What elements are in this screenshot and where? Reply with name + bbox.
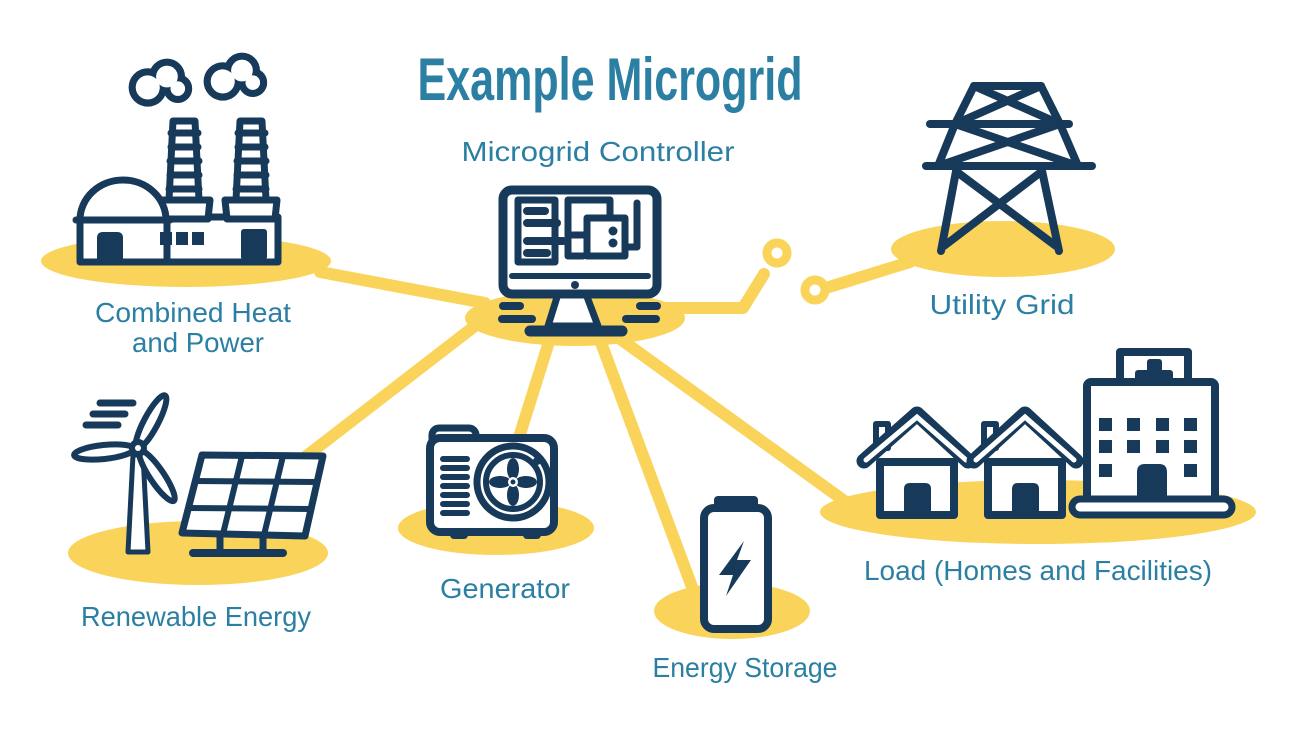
utility-label: Utility Grid	[930, 289, 1075, 320]
switch-ring-icon	[800, 275, 830, 305]
renewable-label: Renewable Energy	[81, 601, 311, 632]
lightning-bolt-icon	[719, 541, 751, 596]
controller-label: Microgrid Controller	[462, 136, 735, 167]
factory-icon	[72, 56, 282, 266]
battery-icon	[700, 496, 772, 633]
wind-turbine-and-solar-panel-icon	[71, 392, 327, 557]
storage-label: Energy Storage	[653, 652, 838, 683]
generator-icon	[426, 424, 558, 539]
fan-icon	[489, 458, 537, 506]
wind-lines-icon	[82, 399, 137, 429]
hospital-icon	[1068, 348, 1236, 519]
load-label: Load (Homes and Facilities)	[864, 555, 1212, 586]
house-icon	[856, 406, 976, 519]
transmission-tower-icon	[922, 82, 1096, 255]
line-controller-storage	[594, 334, 701, 601]
switch-ring-icon	[762, 238, 792, 268]
line-controller-chp	[314, 266, 491, 309]
desktop-computer-icon	[498, 185, 662, 337]
open-switch-rings	[762, 238, 830, 305]
utility-platform	[891, 221, 1115, 277]
line-switch-utility	[823, 256, 916, 293]
solar-panel-icon	[178, 451, 327, 557]
line-controller-load	[606, 327, 856, 511]
chp-label-line2: and Power	[132, 327, 264, 358]
diagram-title: Example Microgrid	[418, 46, 803, 113]
generator-label: Generator	[440, 573, 570, 604]
line-controller-generator	[509, 339, 554, 456]
house-icon	[966, 406, 1084, 519]
chp-label-line1: Combined Heat	[95, 297, 291, 328]
houses-and-hospital-icon	[856, 348, 1236, 519]
